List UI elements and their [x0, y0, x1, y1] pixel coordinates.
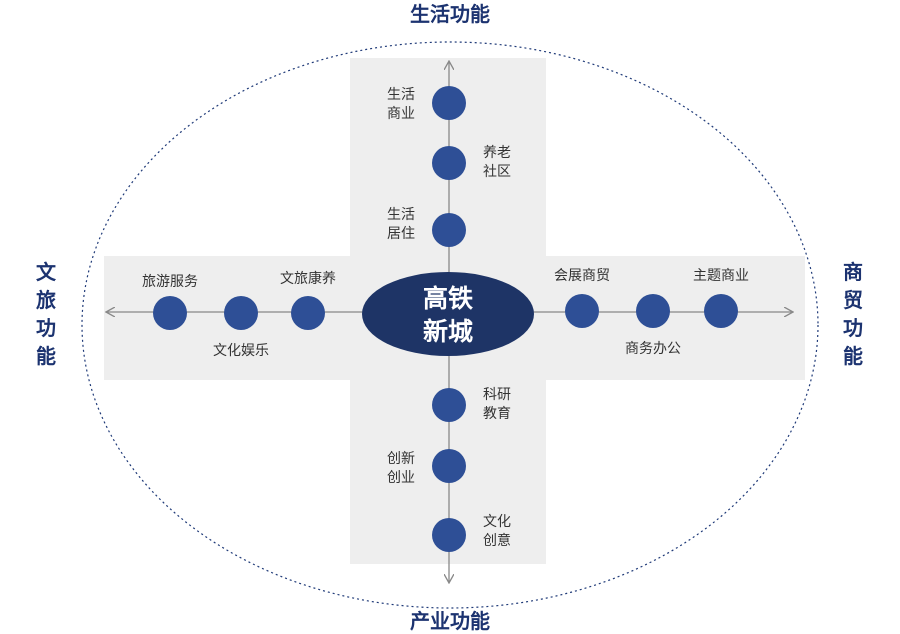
node-circle [432, 449, 466, 483]
node-circle [224, 296, 258, 330]
node-label: 社区 [483, 164, 511, 180]
node-label: 主题商业 [693, 268, 749, 284]
node-label: 养老 [483, 145, 511, 161]
node-label: 文化娱乐 [213, 343, 269, 359]
node-circle [153, 296, 187, 330]
node-bottom-1: 科研 教育 [432, 387, 511, 422]
function-title-left: 文 旅 功 能 [36, 260, 57, 368]
function-title-top: 生活功能 [410, 2, 490, 26]
node-label: 教育 [483, 406, 511, 422]
node-label: 文旅康养 [280, 270, 336, 287]
node-circle [432, 213, 466, 247]
node-left-1: 旅游服务 [142, 274, 198, 330]
node-bottom-3: 文化 创意 [432, 514, 511, 552]
node-label: 创新 [387, 451, 415, 467]
center-title-line1: 高铁 [423, 284, 473, 313]
node-circle [636, 294, 670, 328]
node-circle [565, 294, 599, 328]
node-label: 生活 [387, 207, 415, 223]
node-top-2: 养老 社区 [432, 145, 511, 180]
function-title-left-char: 文 [36, 260, 57, 284]
center-title-line2: 新城 [423, 317, 473, 346]
node-circle [291, 296, 325, 330]
function-title-left-char: 能 [36, 344, 56, 368]
node-left-2: 文化娱乐 [213, 296, 269, 359]
node-top-3: 生活 居住 [387, 207, 466, 247]
node-left-3: 文旅康养 [280, 270, 336, 330]
node-label: 会展商贸 [554, 268, 610, 284]
node-label: 旅游服务 [142, 274, 198, 290]
node-right-2: 商务办公 [625, 294, 681, 357]
node-circle [432, 518, 466, 552]
function-title-left-char: 旅 [36, 288, 56, 312]
node-right-1: 会展商贸 [554, 268, 610, 328]
function-title-bottom: 产业功能 [410, 609, 490, 633]
node-label: 创意 [483, 532, 511, 549]
node-label: 居住 [387, 226, 415, 242]
node-right-3: 主题商业 [693, 268, 749, 328]
center-ellipse [362, 272, 534, 356]
node-label: 商业 [387, 106, 415, 122]
function-title-right-char: 贸 [843, 288, 863, 312]
node-label: 商务办公 [625, 341, 681, 357]
outer-ellipse [81, 41, 819, 609]
function-title-right-char: 能 [843, 344, 863, 368]
node-label: 文化 [483, 514, 511, 530]
node-circle [432, 146, 466, 180]
node-circle [432, 388, 466, 422]
node-label: 科研 [483, 387, 511, 403]
node-top-1: 生活 商业 [387, 86, 466, 122]
function-title-right: 商 贸 功 能 [843, 260, 863, 368]
node-label: 生活 [387, 87, 415, 103]
function-title-right-char: 功 [843, 316, 863, 340]
function-title-left-char: 功 [36, 316, 56, 340]
function-title-right-char: 商 [843, 260, 863, 284]
node-circle [432, 86, 466, 120]
node-bottom-2: 创新 创业 [387, 449, 466, 486]
node-circle [704, 294, 738, 328]
node-label: 创业 [387, 470, 415, 486]
